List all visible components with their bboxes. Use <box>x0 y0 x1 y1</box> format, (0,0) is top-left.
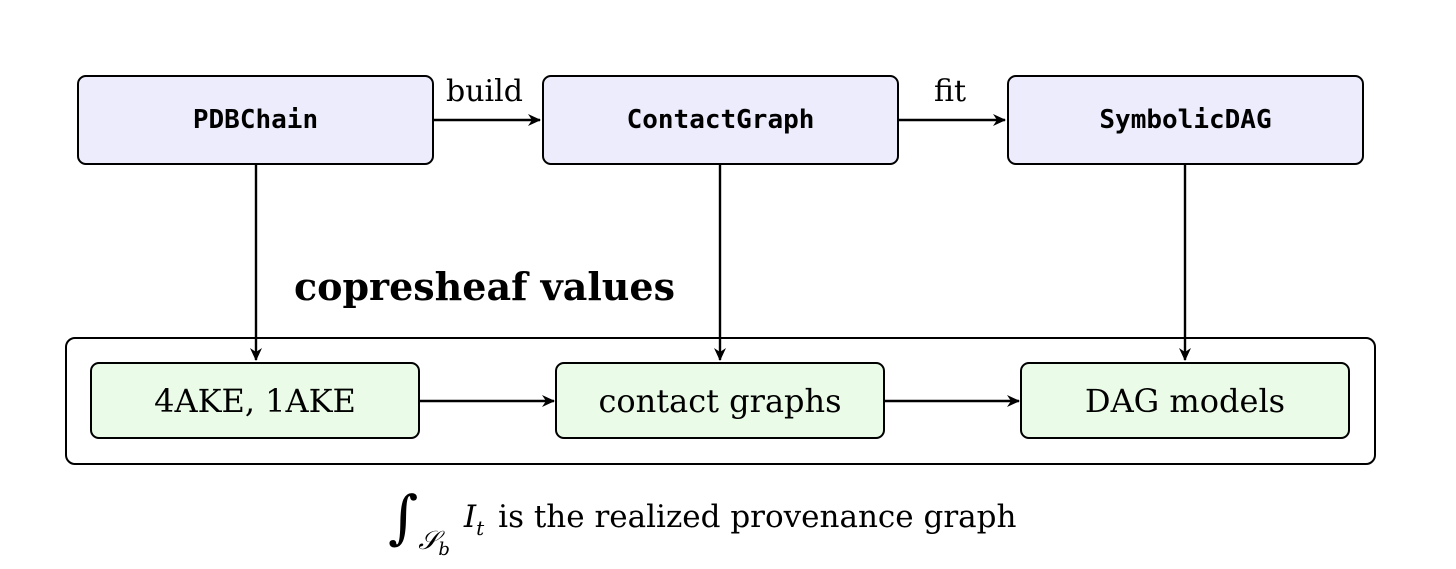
edge-label-fit: fit <box>934 74 967 109</box>
node-symbolicdag-label: SymbolicDAG <box>1099 105 1272 135</box>
value-contact-graphs-label: contact graphs <box>598 381 842 420</box>
node-symbolicdag: SymbolicDAG <box>1007 75 1364 165</box>
edge-label-build: build <box>446 74 523 109</box>
value-contact-graphs: contact graphs <box>555 362 885 439</box>
node-pdbchain-label: PDBChain <box>192 105 319 135</box>
caption-text: is the realized provenance graph <box>498 499 1017 535</box>
integrand-symbol: I <box>463 499 477 535</box>
integral-domain-sub: b <box>438 539 450 560</box>
copresheaf-container <box>65 337 1376 465</box>
section-title: copresheaf values <box>294 264 675 309</box>
integral-symbol: ∫ <box>388 483 419 551</box>
node-contactgraph-label: ContactGraph <box>626 105 815 135</box>
integral-domain-symbol: 𝒮 <box>418 526 439 556</box>
node-pdbchain: PDBChain <box>77 75 434 165</box>
node-contactgraph: ContactGraph <box>542 75 899 165</box>
integrand-sub: t <box>476 516 485 540</box>
value-dag-models-label: DAG models <box>1084 381 1286 420</box>
value-structures: 4AKE, 1AKE <box>90 362 420 439</box>
value-dag-models: DAG models <box>1020 362 1350 439</box>
value-structures-label: 4AKE, 1AKE <box>154 381 356 420</box>
integral-domain: 𝒮b <box>418 526 450 560</box>
caption: ∫ 𝒮b I t is the realized provenance grap… <box>388 478 1017 560</box>
